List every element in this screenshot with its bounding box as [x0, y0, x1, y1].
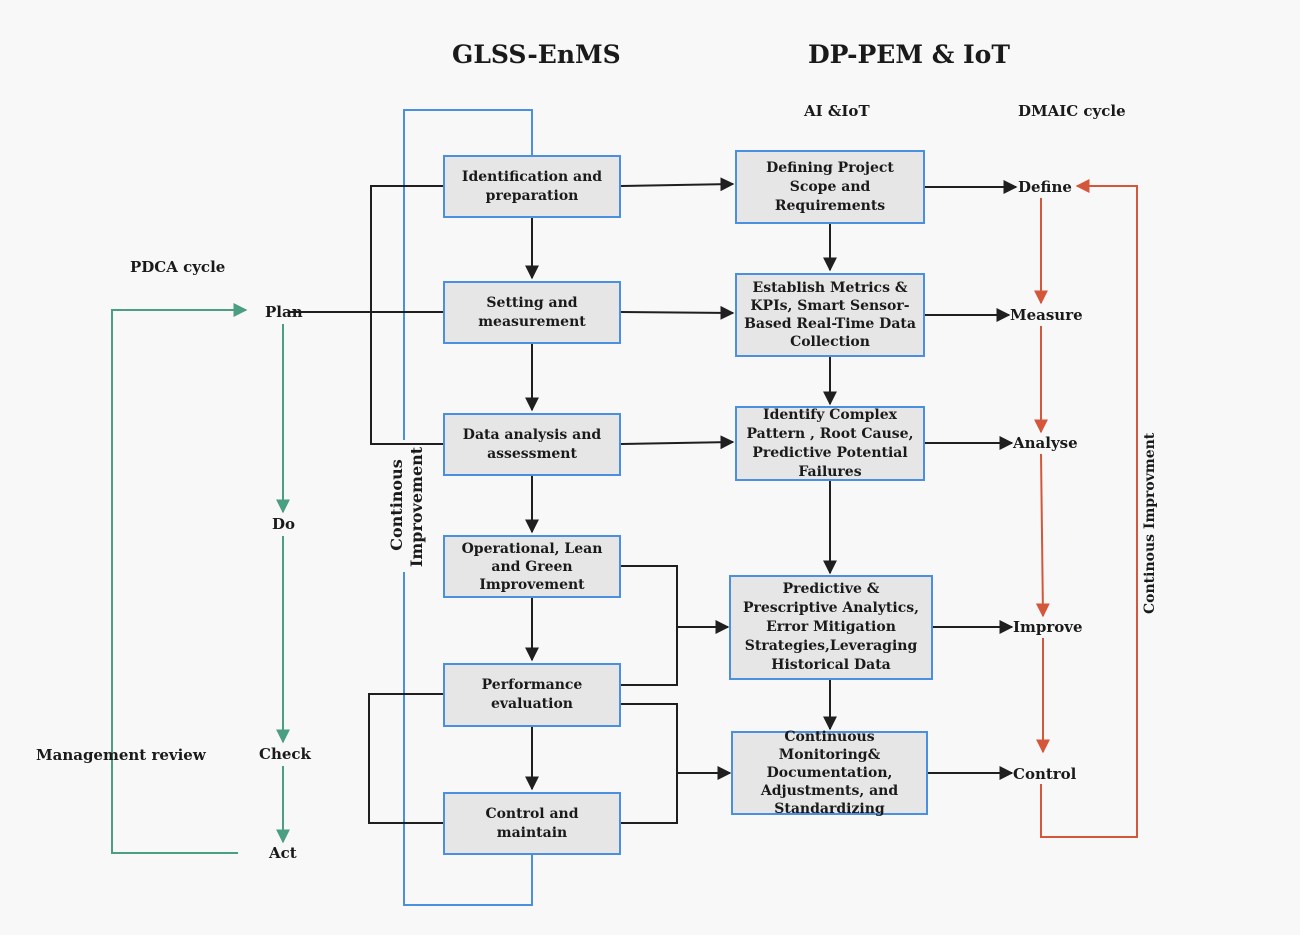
continuous-improvement-right-label: Continous Improvment — [1142, 432, 1158, 614]
continuous-improvement-left-line2: Improvement — [407, 446, 426, 568]
dp-step-label: Establish Metrics & KPIs, Smart Sensor-B… — [744, 280, 916, 350]
dmaic-analyse-label: Analyse — [1013, 434, 1078, 452]
glss-step-setting: Setting and measurement — [443, 281, 621, 344]
dmaic-define-label: Define — [1018, 178, 1072, 196]
dmaic-cycle-subheader: DMAIC cycle — [1018, 102, 1126, 120]
glss-step-label: Data analysis and assessment — [462, 426, 602, 462]
dp-step-establish-metrics: Establish Metrics & KPIs, Smart Sensor-B… — [735, 273, 925, 357]
dp-step-label: Continuous Monitoring& Documentation, Ad… — [760, 729, 899, 817]
pdca-cycle-subheader: PDCA cycle — [130, 258, 226, 276]
management-review-label: Management review — [36, 746, 206, 764]
dmaic-measure-label: Measure — [1010, 306, 1083, 324]
dp-pem-iot-header: DP-PEM & IoT — [808, 40, 1010, 69]
ai-iot-subheader: AI &IoT — [804, 102, 870, 120]
glss-step-identification: Identification and preparation — [443, 155, 621, 218]
glss-step-label: Control and maintain — [485, 805, 579, 841]
dp-step-label: Predictive & Prescriptive Analytics, Err… — [742, 581, 920, 673]
dmaic-control-label: Control — [1013, 765, 1077, 783]
black-arrows — [288, 177, 1018, 824]
glss-step-label: Setting and measurement — [478, 294, 586, 330]
pdca-do-label: Do — [272, 515, 296, 533]
dmaic-arrows — [1034, 179, 1138, 838]
dp-step-predictive-analytics: Predictive & Prescriptive Analytics, Err… — [729, 575, 933, 680]
pdca-check-label: Check — [259, 745, 311, 763]
continuous-improvement-left-line1: Continous — [387, 459, 406, 551]
glss-step-data-analysis: Data analysis and assessment — [443, 413, 621, 476]
pdca-plan-label: Plan — [265, 303, 303, 321]
continuous-improvement-loop-left — [403, 109, 533, 906]
dp-step-identify-patterns: Identify Complex Pattern , Root Cause, P… — [735, 406, 925, 481]
glss-step-performance-evaluation: Performance evaluation — [443, 663, 621, 727]
dp-step-defining-scope: Defining Project Scope and Requirements — [735, 150, 925, 224]
pdca-act-label: Act — [269, 844, 297, 862]
dp-step-label: Defining Project Scope and Requirements — [766, 159, 894, 214]
glss-step-operational-improvement: Operational, Lean and Green Improvement — [443, 535, 621, 598]
glss-step-label: Identification and preparation — [461, 168, 603, 204]
dp-step-label: Identify Complex Pattern , Root Cause, P… — [746, 406, 914, 480]
glss-enms-header: GLSS-EnMS — [452, 40, 621, 69]
dmaic-improve-label: Improve — [1013, 618, 1083, 636]
pdca-arrows — [111, 303, 290, 854]
glss-step-control-maintain: Control and maintain — [443, 792, 621, 855]
glss-step-label: Performance evaluation — [481, 677, 583, 712]
glss-step-label: Operational, Lean and Green Improvement — [461, 540, 603, 593]
dp-step-continuous-monitoring: Continuous Monitoring& Documentation, Ad… — [731, 729, 928, 817]
